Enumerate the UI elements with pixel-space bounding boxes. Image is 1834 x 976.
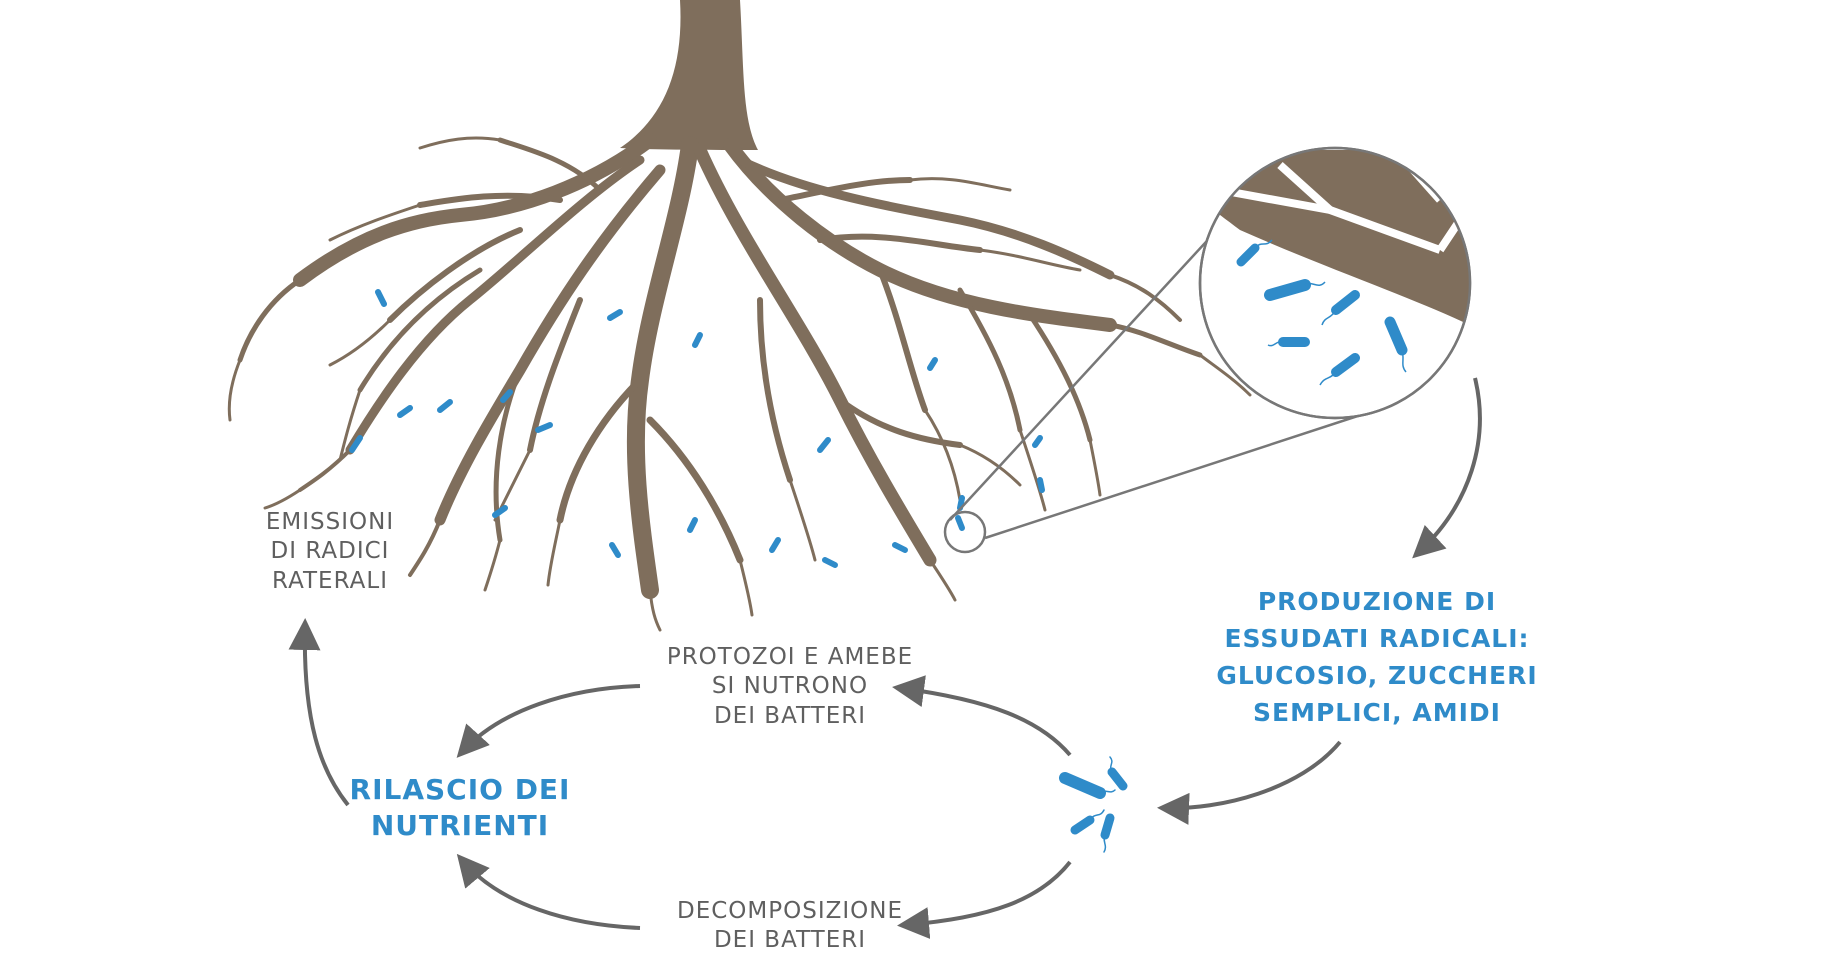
zoomed-root-cells bbox=[1200, 148, 1470, 386]
tree-root-illustration bbox=[227, 0, 1252, 632]
protozoi-line-2: SI NUTRONO bbox=[711, 673, 869, 700]
label-decomposizione-batteri: DECOMPOSIZIONE DEI BATTERI bbox=[630, 897, 950, 956]
decomposizione-line-2: DEI BATTERI bbox=[713, 927, 867, 954]
protozoi-line-1: PROTOZOI E AMEBE bbox=[666, 644, 914, 670]
rilascio-line-2: NUTRIENTI bbox=[370, 809, 550, 843]
label-rilascio-nutrienti: RILASCIO DEI NUTRIENTI bbox=[345, 772, 575, 845]
label-produzione-essudati: PRODUZIONE DI ESSUDATI RADICALI: GLUCOSI… bbox=[1212, 583, 1542, 731]
emissioni-line-3: RATERALI bbox=[272, 567, 388, 594]
label-emissioni-radici: EMISSIONI DI RADICI RATERALI bbox=[240, 508, 420, 596]
label-protozoi-amebe: PROTOZOI E AMEBE SI NUTRONO DEI BATTERI bbox=[630, 643, 950, 731]
bacteria-icon bbox=[349, 289, 1045, 568]
cycle-arrow-icon bbox=[288, 377, 1482, 939]
bacteria-icon bbox=[1059, 756, 1128, 853]
rilascio-line-1: RILASCIO DEI bbox=[349, 773, 571, 806]
decomposizione-line-1: DECOMPOSIZIONE bbox=[677, 898, 903, 924]
produzione-line-1: PRODUZIONE DI bbox=[1257, 587, 1497, 616]
emissioni-line-2: DI RADICI bbox=[270, 538, 390, 565]
protozoi-line-3: DEI BATTERI bbox=[713, 702, 867, 729]
produzione-line-2: ESSUDATI RADICALI: bbox=[1224, 624, 1530, 653]
emissioni-line-1: EMISSIONI bbox=[265, 509, 395, 535]
produzione-line-3: GLUCOSIO, ZUCCHERI bbox=[1216, 661, 1538, 690]
produzione-line-4: SEMPLICI, AMIDI bbox=[1253, 698, 1501, 727]
zoom-circle-outline bbox=[1198, 146, 1472, 420]
